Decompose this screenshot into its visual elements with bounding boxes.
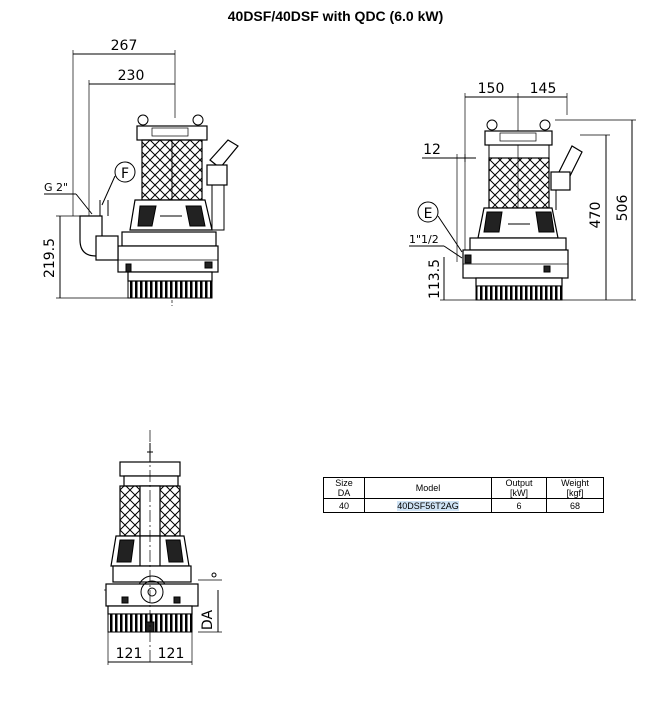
side-view-bottom: DA 121 121 — [104, 430, 222, 665]
thread-g2-label: G 2" — [44, 181, 68, 194]
front-view-right: 150 145 12 — [409, 81, 636, 301]
dim-121-right: 121 — [158, 646, 185, 662]
dim-470: 470 — [588, 202, 604, 229]
side-view-left: 267 230 — [42, 38, 239, 306]
page-title: 40DSF/40DSF with QDC (6.0 kW) — [227, 8, 444, 24]
dim-506: 506 — [615, 195, 631, 222]
dim-219-5: 219.5 — [42, 238, 58, 278]
dim-145: 145 — [530, 81, 557, 97]
section-tag-f: F — [121, 166, 129, 182]
table-row: 40 40DSF56T2AG 6 68 — [323, 498, 604, 513]
cell-size: 40 — [323, 498, 365, 513]
thread-1-1-2-label: 1"1/2 — [409, 233, 439, 246]
header-model: Model — [364, 477, 492, 499]
cell-model[interactable]: 40DSF56T2AG — [364, 498, 492, 513]
header-weight: Weight[kgf] — [546, 477, 604, 499]
dim-121-left: 121 — [116, 646, 143, 662]
cell-output: 6 — [491, 498, 547, 513]
dim-da: DA — [200, 610, 216, 631]
cell-weight: 68 — [546, 498, 604, 513]
dim-230: 230 — [118, 68, 145, 84]
section-tag-e: E — [424, 206, 433, 222]
dim-113-5: 113.5 — [427, 259, 443, 299]
dim-12: 12 — [423, 142, 441, 158]
header-output: Output[kW] — [491, 477, 547, 499]
dim-150: 150 — [478, 81, 505, 97]
dim-267: 267 — [111, 38, 138, 54]
